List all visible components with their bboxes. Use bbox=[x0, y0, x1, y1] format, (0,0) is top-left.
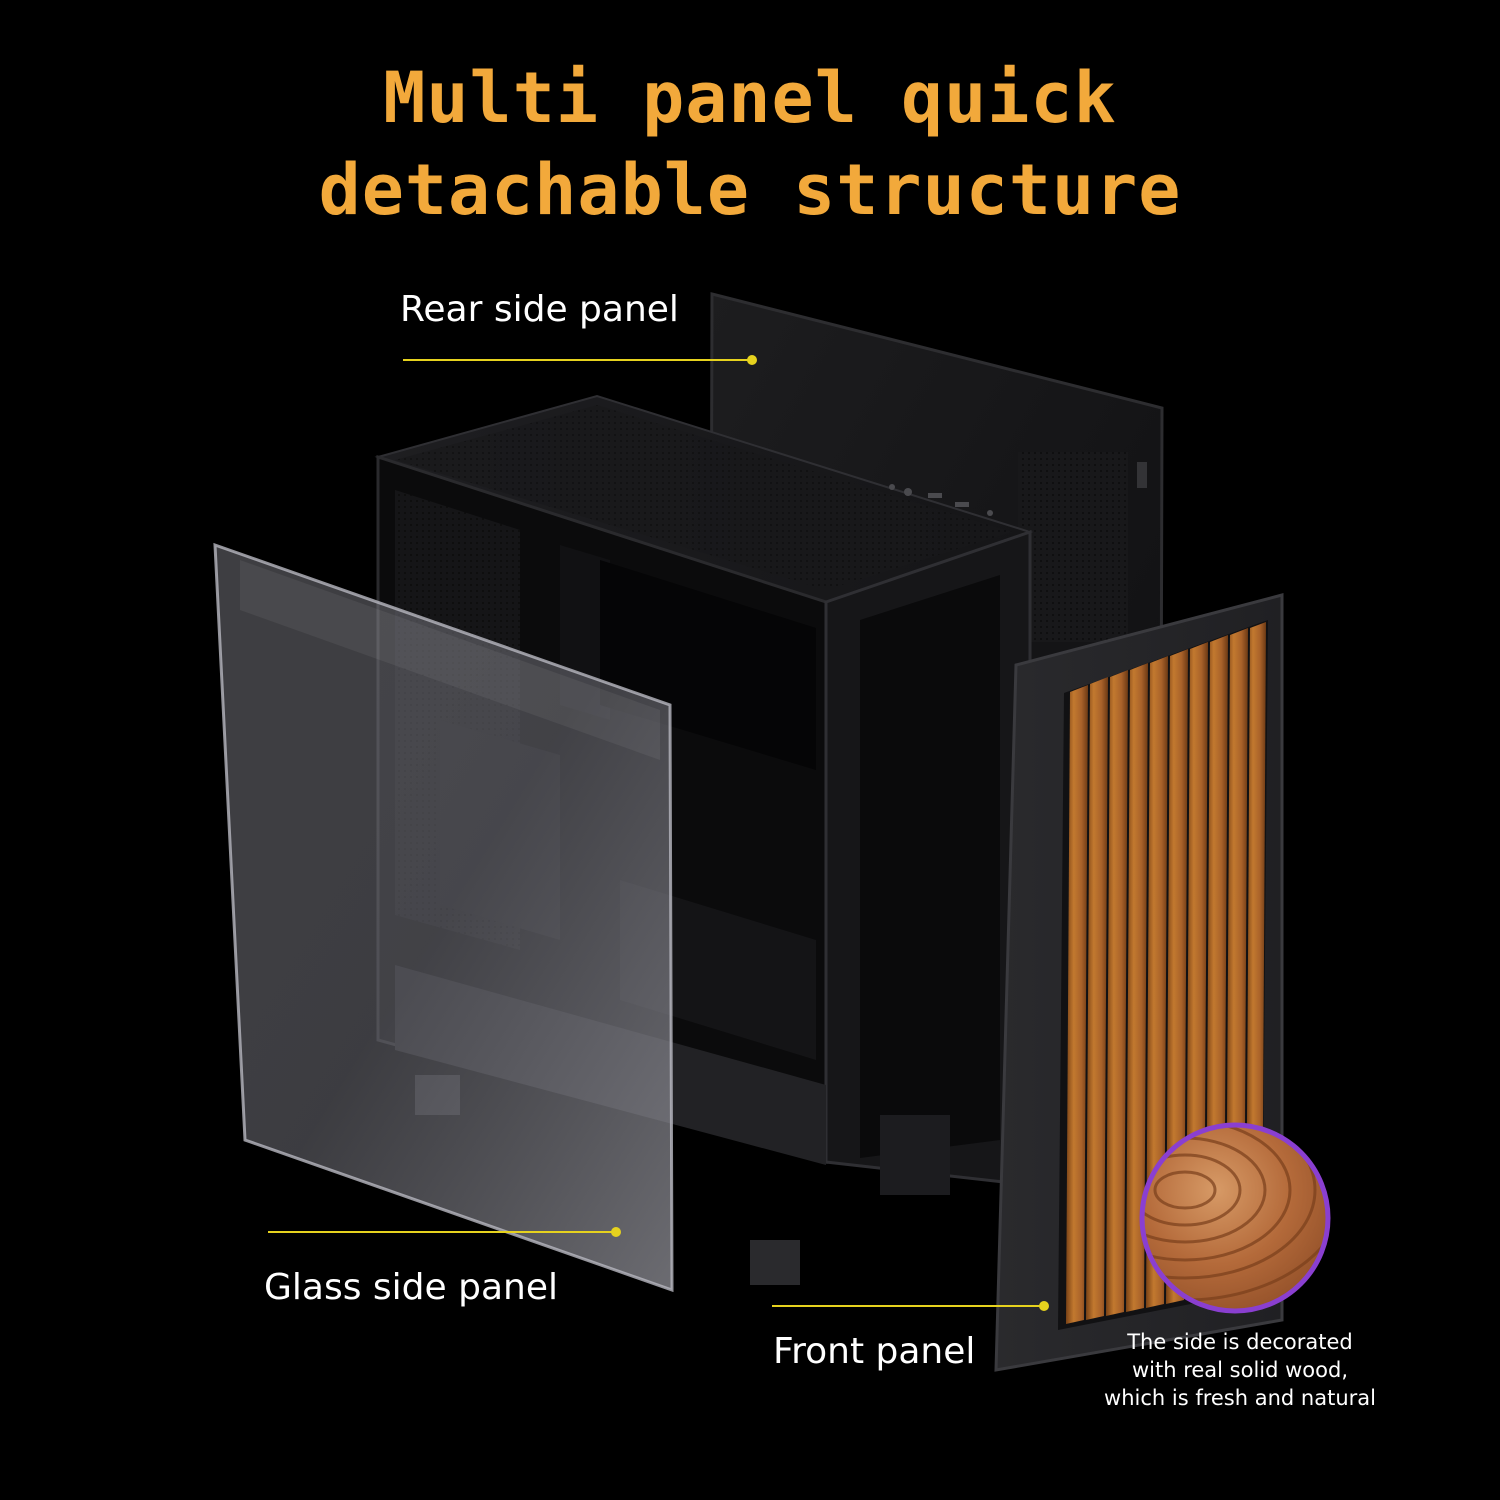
glass-side-panel bbox=[213, 542, 674, 1293]
glass-side-panel-label: Glass side panel bbox=[264, 1267, 558, 1308]
headline: Multi panel quick detachable structure bbox=[0, 52, 1500, 236]
wood-note-line-2: with real solid wood, bbox=[1131, 1358, 1349, 1382]
headline-line-1: Multi panel quick bbox=[383, 57, 1117, 139]
headline-line-2: detachable structure bbox=[318, 149, 1182, 231]
wood-slats bbox=[1066, 622, 1266, 1324]
rear-side-panel-label: Rear side panel bbox=[400, 289, 679, 330]
front-panel-label: Front panel bbox=[773, 1331, 976, 1372]
leader-line-rear bbox=[403, 355, 757, 365]
leader-line-glass bbox=[268, 1227, 621, 1237]
wood-note-line-3: which is fresh and natural bbox=[1104, 1386, 1376, 1410]
wood-note-line-1: The side is decorated bbox=[1127, 1330, 1353, 1354]
leader-line-front bbox=[772, 1301, 1049, 1311]
wood-note: The side is decorated with real solid wo… bbox=[1090, 1328, 1390, 1412]
